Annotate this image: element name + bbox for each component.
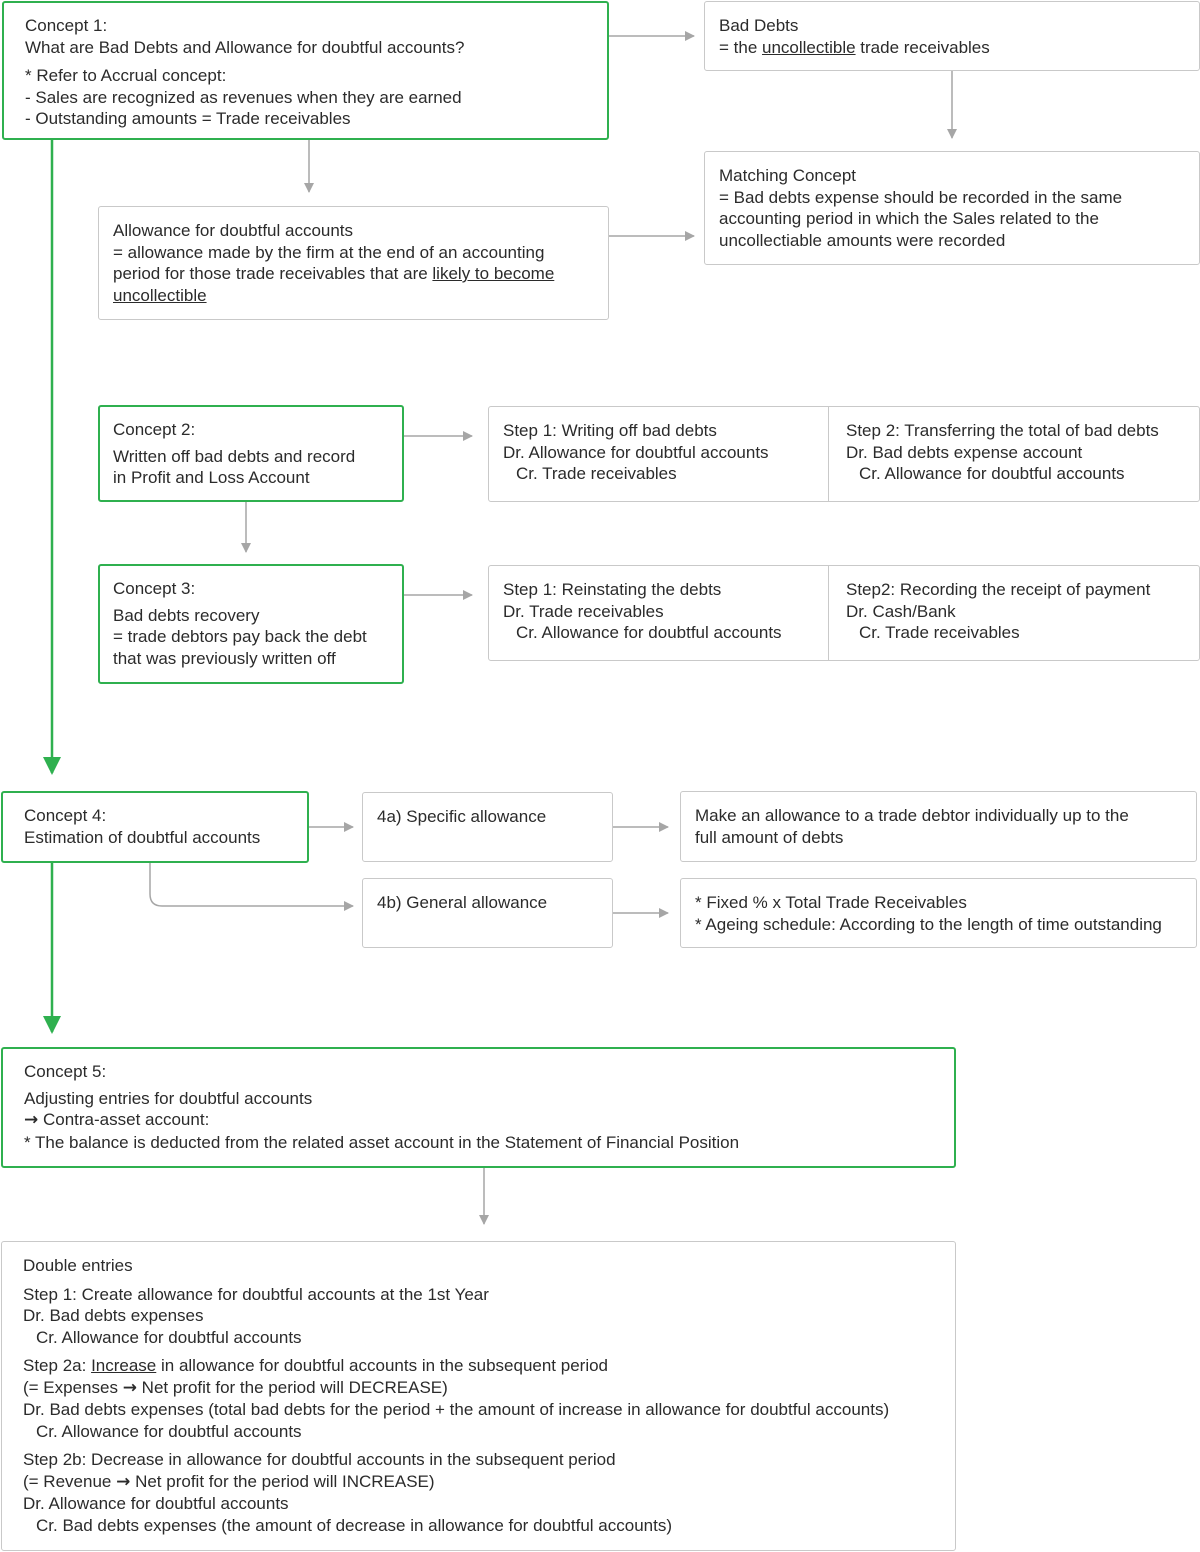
concept2-step2-cr: Cr. Allowance for doubtful accounts — [859, 464, 1125, 483]
concept3-step1-dr: Dr. Trade receivables — [503, 601, 664, 621]
bad-debts-def-underlined: uncollectible — [762, 37, 856, 57]
concept3-step2-cr: Cr. Trade receivables — [859, 623, 1020, 642]
concept1-refer-term: Accrual concept — [100, 66, 222, 85]
concept3-step1: Step 1: Reinstating the debts Dr. Trade … — [489, 566, 828, 660]
de-step2a-title-suffix: in allowance for doubtful accounts in th… — [156, 1356, 609, 1375]
matching-concept-box: Matching Concept = Bad debts expense sho… — [704, 151, 1200, 265]
general-allowance-desc-box: * Fixed % x Total Trade Receivables * Ag… — [680, 878, 1197, 948]
concept1-refer-prefix: * Refer to — [25, 66, 101, 85]
bad-debts-def-prefix: = the — [719, 37, 763, 57]
concept1-refer-suffix: : — [221, 66, 227, 85]
allowance-line2-underlined: likely to become — [432, 264, 555, 283]
allowance-title: Allowance for doubtful accounts — [113, 221, 354, 240]
allowance-line3: uncollectible — [113, 285, 594, 307]
concept2-step2: Step 2: Transferring the total of bad de… — [828, 407, 1199, 501]
matching-line2: accounting period in which the Sales rel… — [719, 209, 1099, 228]
concept2-step1-cr: Cr. Trade receivables — [516, 464, 677, 483]
double-entries-box: Double entries Step 1: Create allowance … — [1, 1241, 956, 1551]
allowance-line2: period for those trade receivables that … — [113, 263, 594, 285]
de-step2a-title-underlined: Increase — [91, 1356, 157, 1375]
de-step2a-cr: Cr. Allowance for doubtful accounts — [36, 1421, 302, 1441]
specific-allowance-box: 4a) Specific allowance — [362, 792, 613, 862]
matching-line1: = Bad debts expense should be recorded i… — [719, 187, 1123, 207]
concept3-step2: Step2: Recording the receipt of payment … — [828, 566, 1199, 660]
right-arrow-icon: → — [24, 1110, 39, 1130]
double-entries-title: Double entries — [23, 1256, 133, 1275]
matching-line3: uncollectiable amounts were recorded — [719, 230, 1006, 250]
general-allowance-label: 4b) General allowance — [377, 893, 548, 912]
bad-debts-def-suffix: trade receivables — [855, 37, 990, 57]
de-step2b-effect-prefix: (= Revenue — [23, 1471, 117, 1491]
concept1-refer: * Refer to Accrual concept: — [25, 65, 594, 87]
concept2-line1: Written off bad debts and record — [113, 446, 356, 466]
de-step2a-effect-prefix: (= Expenses — [23, 1377, 123, 1397]
bad-debts-title: Bad Debts — [719, 16, 799, 35]
de-step2a-effect-suffix: Net profit for the period will DECREASE) — [136, 1377, 448, 1397]
de-step2a-title-prefix: Step 2a: — [23, 1356, 92, 1375]
concept1-title: Concept 1: — [25, 16, 108, 35]
concept2-step2-title: Step 2: Transferring the total of bad de… — [846, 421, 1159, 440]
specific-allowance-desc-box: Make an allowance to a trade debtor indi… — [680, 791, 1197, 862]
bad-debts-definition: = the uncollectible trade receivables — [719, 37, 1185, 59]
concept1-line1: - Sales are recognized as revenues when … — [25, 87, 462, 107]
allowance-line3-underlined: uncollectible — [113, 285, 207, 305]
specific-allowance-label: 4a) Specific allowance — [377, 807, 547, 826]
concept1-line2: - Outstanding amounts = Trade receivable… — [25, 109, 351, 128]
concept5-line1: Adjusting entries for doubtful accounts — [24, 1088, 313, 1108]
concept3-step2-dr: Dr. Cash/Bank — [846, 601, 956, 621]
concept4-box: Concept 4: Estimation of doubtful accoun… — [1, 791, 309, 863]
general-desc-line1: * Fixed % x Total Trade Receivables — [695, 893, 967, 912]
concept3-step1-cr: Cr. Allowance for doubtful accounts — [516, 623, 782, 642]
general-desc-line2: * Ageing schedule: According to the leng… — [695, 914, 1162, 934]
allowance-line2-prefix: period for those trade receivables that … — [113, 264, 433, 283]
concept3-step1-title: Step 1: Reinstating the debts — [503, 580, 722, 599]
matching-title: Matching Concept — [719, 166, 857, 185]
concept2-step2-dr: Dr. Bad debts expense account — [846, 442, 1083, 462]
concept2-line2: in Profit and Loss Account — [113, 468, 310, 487]
general-allowance-box: 4b) General allowance — [362, 878, 613, 948]
concept3-box: Concept 3: Bad debts recovery = trade de… — [98, 564, 404, 684]
concept3-line1: Bad debts recovery — [113, 605, 260, 625]
specific-desc-line1: Make an allowance to a trade debtor indi… — [695, 806, 1129, 825]
de-step1-title: Step 1: Create allowance for doubtful ac… — [23, 1284, 489, 1304]
concept5-title: Concept 5: — [24, 1062, 107, 1081]
right-arrow-icon: → — [122, 1377, 137, 1398]
de-step2b-title: Step 2b: Decrease in allowance for doubt… — [23, 1450, 616, 1469]
de-step2b-cr: Cr. Bad debts expenses (the amount of de… — [36, 1515, 672, 1535]
specific-desc-line2: full amount of debts — [695, 827, 844, 847]
concept2-box: Concept 2: Written off bad debts and rec… — [98, 405, 404, 502]
concept2-step1-dr: Dr. Allowance for doubtful accounts — [503, 442, 769, 462]
de-step2b-effect-suffix: Net profit for the period will INCREASE) — [130, 1471, 435, 1491]
concept2-title: Concept 2: — [113, 420, 196, 439]
bad-debts-box: Bad Debts = the uncollectible trade rece… — [704, 1, 1200, 71]
allowance-box: Allowance for doubtful accounts = allowa… — [98, 206, 609, 320]
concept3-line2: = trade debtors pay back the debt — [113, 627, 367, 646]
arrow-concept4-to-general — [149, 863, 354, 911]
de-step2a-title: Step 2a: Increase in allowance for doubt… — [23, 1355, 941, 1377]
concept4-title: Concept 4: — [24, 806, 107, 825]
concept5-line2: → Contra-asset account: — [24, 1109, 941, 1132]
concept2-step1: Step 1: Writing off bad debts Dr. Allowa… — [489, 407, 828, 501]
concept5-box: Concept 5: Adjusting entries for doubtfu… — [1, 1047, 956, 1168]
de-step2a-dr: Dr. Bad debts expenses (total bad debts … — [23, 1400, 890, 1419]
concept5-line2-text: Contra-asset account: — [42, 1110, 210, 1129]
concept1-box: Concept 1: What are Bad Debts and Allowa… — [2, 1, 609, 140]
de-step1-dr: Dr. Bad debts expenses — [23, 1306, 204, 1325]
concept1-question: What are Bad Debts and Allowance for dou… — [25, 37, 465, 57]
concept3-line3: that was previously written off — [113, 648, 336, 668]
concept3-step2-title: Step2: Recording the receipt of payment — [846, 580, 1151, 599]
concept3-steps-box: Step 1: Reinstating the debts Dr. Trade … — [488, 565, 1200, 661]
concept2-step1-title: Step 1: Writing off bad debts — [503, 421, 717, 440]
concept5-line3: * The balance is deducted from the relat… — [24, 1132, 740, 1152]
concept3-title: Concept 3: — [113, 579, 196, 598]
de-step2b-effect: (= Revenue → Net profit for the period w… — [23, 1471, 941, 1494]
de-step1-cr: Cr. Allowance for doubtful accounts — [36, 1327, 302, 1347]
de-step2a-effect: (= Expenses → Net profit for the period … — [23, 1377, 941, 1400]
allowance-line1: = allowance made by the firm at the end … — [113, 242, 545, 262]
right-arrow-icon: → — [116, 1471, 131, 1492]
concept2-steps-box: Step 1: Writing off bad debts Dr. Allowa… — [488, 406, 1200, 502]
de-step2b-dr: Dr. Allowance for doubtful accounts — [23, 1494, 289, 1513]
concept4-subtitle: Estimation of doubtful accounts — [24, 827, 261, 847]
